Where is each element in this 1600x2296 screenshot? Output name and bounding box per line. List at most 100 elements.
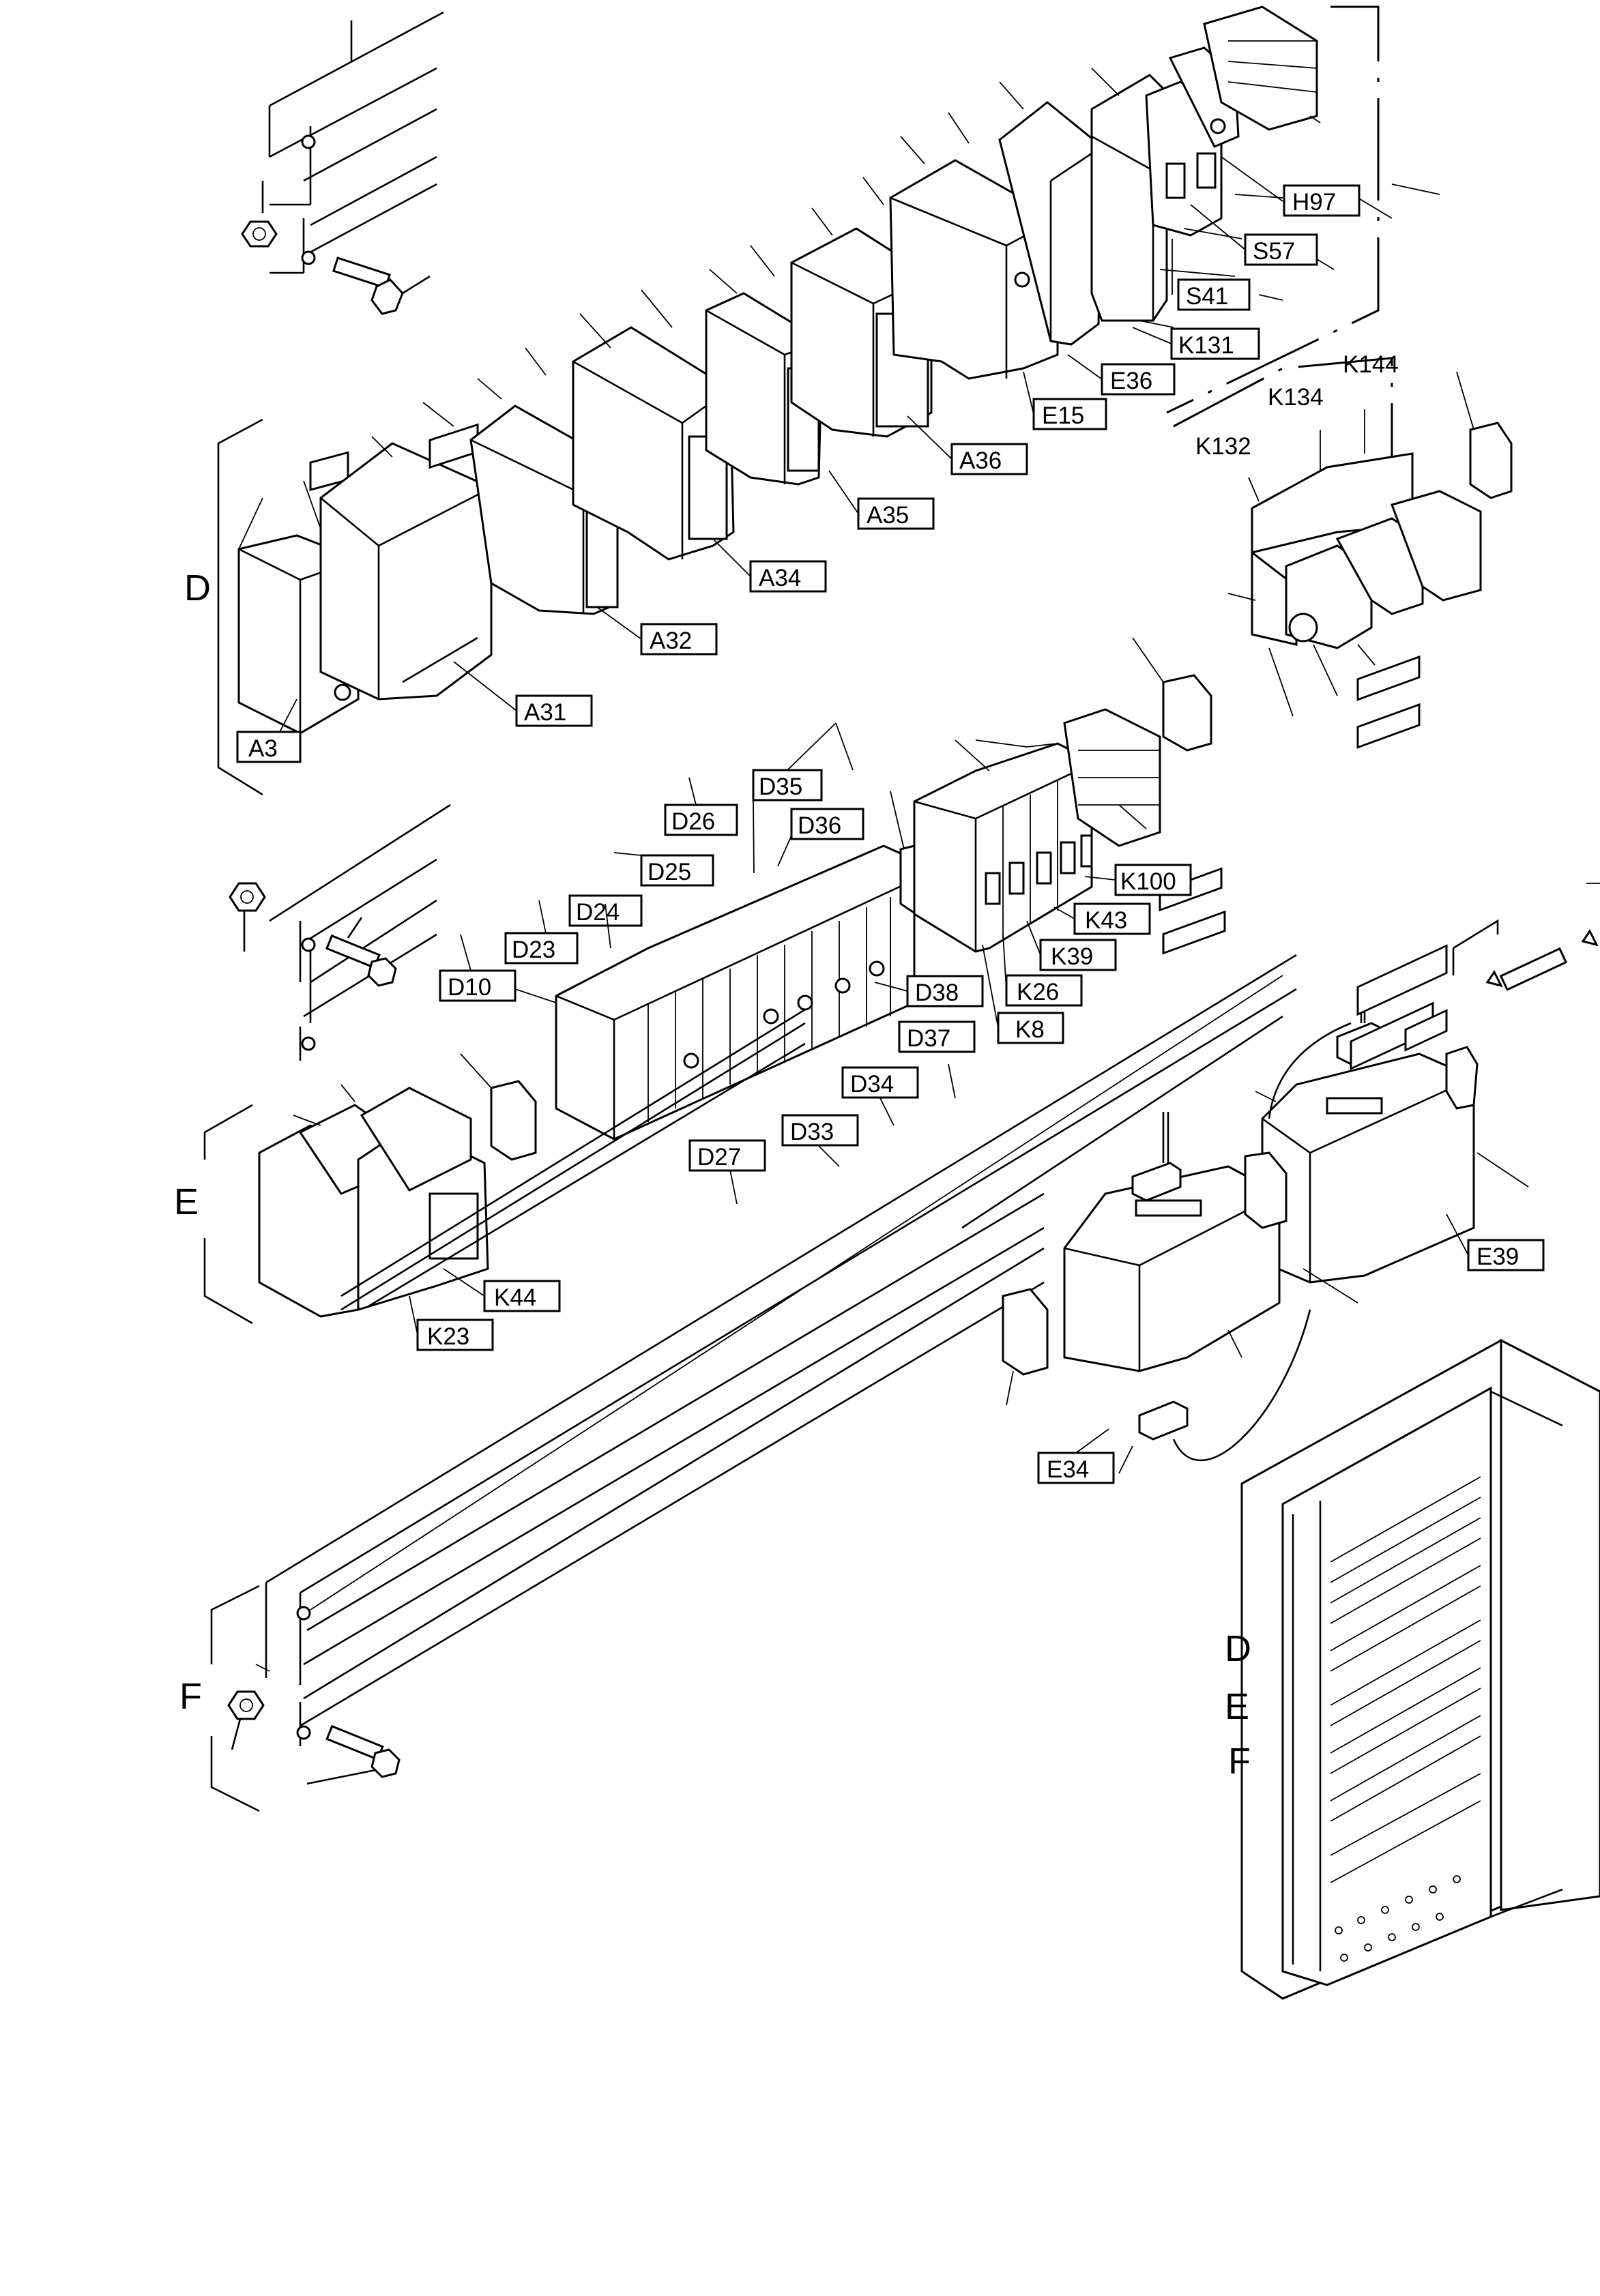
module-e15 xyxy=(889,159,1059,380)
svg-text:A3: A3 xyxy=(248,735,278,762)
group-e-bracket xyxy=(203,1104,253,1325)
callout-d26: D26 xyxy=(664,804,738,836)
bolt-icon xyxy=(332,256,431,315)
svg-text:D25: D25 xyxy=(648,859,691,885)
svg-text:D36: D36 xyxy=(798,812,841,839)
callout-a35: A35 xyxy=(857,497,935,530)
label-k134: K134 xyxy=(1268,384,1324,411)
cabinet xyxy=(1240,944,1600,2000)
callout-a34: A34 xyxy=(749,560,827,593)
module-h97 xyxy=(1168,5,1318,148)
svg-text:D23: D23 xyxy=(512,937,555,963)
group-letter-d: D xyxy=(184,568,211,608)
svg-text:D33: D33 xyxy=(790,1119,834,1145)
callout-a32: A32 xyxy=(640,623,718,656)
callout-d25: D25 xyxy=(640,854,714,887)
callout-a31: A31 xyxy=(515,694,593,727)
svg-text:E15: E15 xyxy=(1042,402,1084,429)
svg-text:E36: E36 xyxy=(1110,368,1152,394)
module-a31 xyxy=(319,423,493,701)
svg-text:K43: K43 xyxy=(1085,907,1127,934)
box-e34 xyxy=(1063,867,1288,1474)
svg-text:D37: D37 xyxy=(907,1025,950,1052)
callout-k44: K44 xyxy=(483,1280,561,1312)
svg-text:D38: D38 xyxy=(915,980,959,1006)
group-f-bracket xyxy=(210,1585,270,1812)
leader-lines-top xyxy=(238,68,1321,550)
callout-k100: K100 xyxy=(1114,864,1192,896)
callout-e15: E15 xyxy=(1032,398,1107,430)
callout-d36: D36 xyxy=(790,808,864,840)
nut-icon xyxy=(229,882,266,952)
label-k144: K144 xyxy=(1343,351,1399,378)
callout-k39: K39 xyxy=(1039,939,1117,971)
callout-k131: K131 xyxy=(1170,327,1260,360)
callout-s41: S41 xyxy=(1177,278,1251,311)
callout-e34: E34 xyxy=(1037,1452,1115,1484)
callout-d37: D37 xyxy=(898,1020,976,1053)
nut-icon xyxy=(241,181,278,248)
svg-text:K100: K100 xyxy=(1120,868,1176,895)
nut-icon xyxy=(227,1690,265,1750)
svg-text:D27: D27 xyxy=(697,1144,741,1171)
callout-k8: K8 xyxy=(997,1012,1064,1044)
svg-text:A36: A36 xyxy=(959,447,1002,474)
callout-e39: E39 xyxy=(1467,1239,1545,1271)
svg-text:K39: K39 xyxy=(1051,943,1093,970)
rail-f xyxy=(265,954,1297,1746)
svg-text:E39: E39 xyxy=(1477,1243,1519,1270)
svg-text:K26: K26 xyxy=(1017,979,1059,1005)
callout-a3: A3 xyxy=(236,731,302,763)
callout-e36: E36 xyxy=(1101,363,1176,396)
svg-text:A31: A31 xyxy=(524,699,566,726)
callout-a36: A36 xyxy=(950,443,1028,475)
callout-d34: D34 xyxy=(841,1066,919,1099)
module-strip-d xyxy=(555,844,916,1140)
cabinet-letter-e: E xyxy=(1225,1686,1249,1727)
svg-text:K44: K44 xyxy=(494,1284,536,1311)
contactor-k44 xyxy=(357,1087,489,1312)
svg-text:E34: E34 xyxy=(1047,1456,1089,1483)
rail-e xyxy=(269,804,451,1061)
callout-k43: K43 xyxy=(1073,902,1151,935)
callout-s57: S57 xyxy=(1244,233,1318,266)
svg-text:A35: A35 xyxy=(867,502,909,529)
callout-leaders xyxy=(279,156,1469,1454)
group-letter-e: E xyxy=(174,1181,199,1222)
svg-text:D24: D24 xyxy=(576,899,620,926)
bolt-icon xyxy=(306,1724,401,1785)
svg-text:H97: H97 xyxy=(1292,189,1336,216)
relay-strip-k xyxy=(913,708,1161,953)
svg-text:K131: K131 xyxy=(1178,332,1234,359)
relay-group-k132 xyxy=(1173,357,1482,717)
svg-text:K23: K23 xyxy=(427,1323,469,1350)
callout-d10: D10 xyxy=(439,969,517,1002)
rail-d xyxy=(268,11,444,274)
callout-d24: D24 xyxy=(568,894,643,927)
callout-d27: D27 xyxy=(688,1139,766,1172)
svg-text:D35: D35 xyxy=(759,774,802,800)
svg-text:D10: D10 xyxy=(448,974,491,1001)
terminal-clip-f xyxy=(1002,1288,1049,1406)
callout-d23: D23 xyxy=(504,932,579,965)
callout-k26: K26 xyxy=(1005,974,1083,1007)
svg-text:D34: D34 xyxy=(850,1071,894,1098)
callout-d33: D33 xyxy=(781,1114,859,1147)
cabinet-letter-d: D xyxy=(1225,1628,1251,1669)
callout-d35: D35 xyxy=(752,769,823,801)
group-d-bracket xyxy=(217,418,263,796)
terminal-clip-right xyxy=(1456,371,1513,499)
callout-d38: D38 xyxy=(906,975,984,1007)
svg-text:S41: S41 xyxy=(1186,283,1228,310)
svg-text:D26: D26 xyxy=(671,808,715,835)
module-a34 xyxy=(572,326,735,561)
rail-e-long xyxy=(340,1008,806,1311)
svg-text:S57: S57 xyxy=(1253,238,1295,265)
svg-text:K8: K8 xyxy=(1015,1016,1045,1043)
bolt-icon xyxy=(325,917,397,987)
cabinet-letter-f: F xyxy=(1228,1741,1251,1782)
module-e36 xyxy=(998,101,1103,346)
box-e39 xyxy=(1255,655,1529,1304)
svg-text:A32: A32 xyxy=(650,628,692,654)
